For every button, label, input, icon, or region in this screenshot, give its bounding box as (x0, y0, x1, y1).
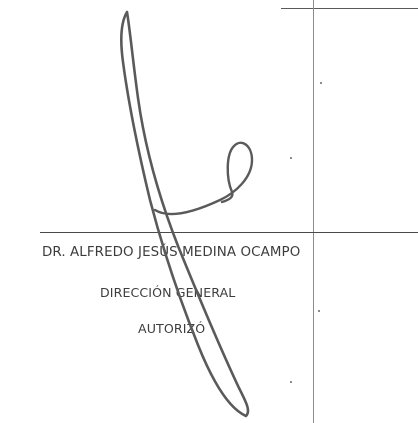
vertical-rule (313, 0, 314, 423)
signature-loop-stroke (153, 141, 254, 216)
speck (290, 381, 292, 383)
top-rule (281, 8, 418, 9)
signature-line (40, 232, 418, 233)
speck (320, 82, 322, 84)
signer-role: AUTORIZÓ (138, 321, 206, 336)
signer-name: DR. ALFREDO JESÚS MEDINA OCAMPO (42, 245, 301, 260)
speck (290, 157, 292, 159)
signature-stroke (120, 10, 250, 418)
signer-department: DIRECCIÓN GENERAL (100, 285, 236, 300)
speck (318, 310, 320, 312)
